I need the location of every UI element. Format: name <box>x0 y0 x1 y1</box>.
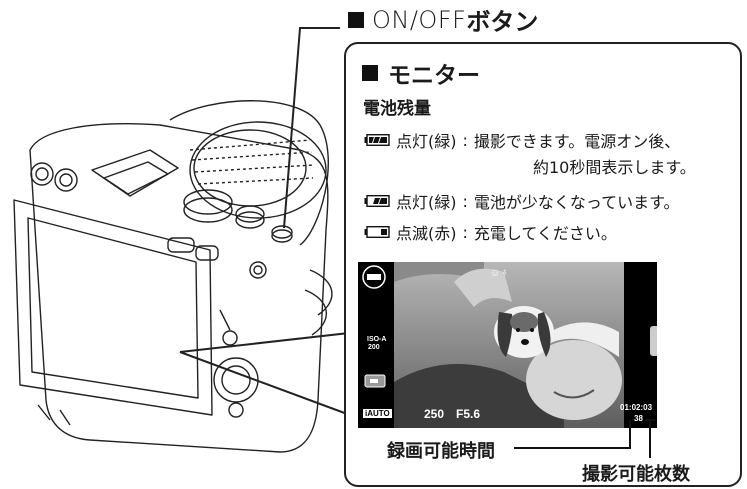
record-time-readout: 01:02:03 <box>620 403 653 412</box>
shots-remaining-readout: 38 <box>634 414 643 423</box>
drive-mode-icon <box>364 374 386 388</box>
iso-label: ISO-A <box>367 336 387 343</box>
battery-low-icon <box>364 195 390 207</box>
battery-heading: 電池残量 <box>363 99 431 119</box>
bullet-square-icon <box>362 65 378 81</box>
shots-leader <box>645 419 655 458</box>
shooting-mode-badge: iAUTO <box>363 409 392 418</box>
left-button-1 <box>30 162 54 186</box>
onoff-button <box>271 229 293 243</box>
iso-value: 200 <box>368 344 380 351</box>
onoff-button-label: ON/OFF ボタン <box>348 2 538 37</box>
battery-status: 点灯(緑) <box>396 193 457 212</box>
battery-row-full: 点灯(緑) : 撮影できます。電源オン後、 <box>364 128 680 152</box>
live-guide-tab <box>650 326 657 356</box>
onoff-prefix: ON/OFF <box>372 5 467 34</box>
microphone-icon: ♁ <box>501 267 509 278</box>
rear-monitor <box>13 199 213 416</box>
live-view-screen: ISO-A 200 iAUTO ☺ ♁ 250 F5.6 01:02:03 38 <box>358 262 657 428</box>
monitor-leader-top <box>179 331 359 353</box>
separator: : <box>462 130 468 150</box>
onoff-leader-line <box>283 27 340 229</box>
shutter-speed: 250 <box>424 407 445 421</box>
live-view-photo <box>394 262 624 428</box>
face-detection-icon: ☺ <box>490 268 501 279</box>
battery-description-continued: 約10秒間表示します。 <box>533 158 696 177</box>
battery-empty-icon <box>364 226 390 238</box>
camera-body <box>29 123 329 453</box>
onoff-suffix: ボタン <box>466 8 539 36</box>
left-button-2 <box>54 168 78 192</box>
bullet-square-icon <box>348 11 364 28</box>
separator: : <box>462 191 468 211</box>
lens-ring <box>189 121 327 219</box>
shots-remaining-callout: 撮影可能枚数 <box>582 464 690 485</box>
battery-row-low: 点灯(緑) : 電池が少なくなっています。 <box>364 189 680 213</box>
record-time-callout: 録画可能時間 <box>387 441 495 462</box>
battery-description: 電池が少なくなっています。 <box>473 193 680 212</box>
record-time-leader <box>514 420 631 449</box>
monitor-title: モニター <box>362 56 480 90</box>
separator: : <box>462 222 468 242</box>
battery-status: 点滅(赤) <box>396 224 457 243</box>
battery-status: 点灯(緑) <box>396 132 457 151</box>
battery-description: 撮影できます。電源オン後、 <box>473 132 681 151</box>
lens-barrel <box>169 100 329 246</box>
battery-indicator-icon <box>362 265 386 289</box>
monitor-title-text: モニター <box>388 63 480 89</box>
battery-full-icon <box>364 134 390 146</box>
aperture-value: F5.6 <box>456 407 481 421</box>
mode-dial <box>183 197 233 223</box>
monitor-leader-bottom <box>179 351 359 419</box>
battery-description: 充電してください。 <box>473 224 617 243</box>
battery-row-empty: 点滅(赤) : 充電してください。 <box>364 220 617 244</box>
shutter-button <box>235 211 265 229</box>
